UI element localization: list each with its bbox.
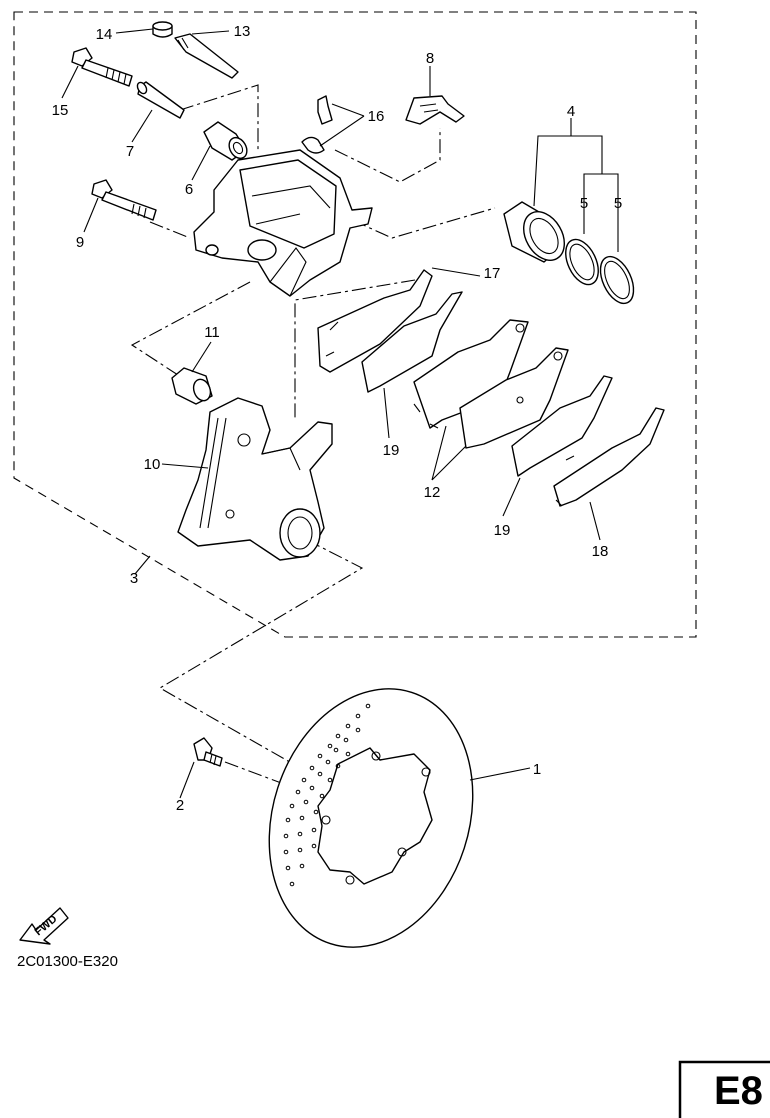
callout-16: 16: [368, 108, 385, 125]
alignment-lines: [130, 84, 496, 791]
caliper-body: [193, 149, 373, 297]
callout-19b: 19: [494, 522, 511, 539]
bolt-part-9: [91, 179, 157, 221]
callout-9: 9: [76, 234, 84, 251]
callout-3: 3: [130, 570, 138, 587]
diagram-code: 2C01300-E320: [17, 953, 118, 970]
callout-15: 15: [52, 102, 69, 119]
callout-17: 17: [484, 265, 501, 282]
pad-shim-part-12a: [413, 319, 529, 429]
pad-shim-part-12b: [459, 347, 569, 449]
callout-18: 18: [592, 543, 609, 560]
shim-part-18: [553, 407, 665, 507]
callout-5a: 5: [580, 195, 588, 212]
callout-4: 4: [567, 103, 575, 120]
seal-part-5b: [599, 255, 635, 305]
brake-pad-part-19-right: [511, 375, 613, 477]
callout-2: 2: [176, 797, 184, 814]
callout-13: 13: [234, 23, 251, 40]
callout-11: 11: [204, 324, 220, 341]
callout-7: 7: [126, 143, 134, 160]
bleed-screw-part-16: [301, 95, 333, 154]
pin-part-13: [174, 33, 239, 79]
page-badge-label: E8: [714, 1069, 763, 1113]
bolt-part-15: [71, 47, 133, 87]
shim-part-17: [317, 269, 433, 373]
fwd-arrow-icon: FWD: [19, 907, 69, 945]
callout-19a: 19: [383, 442, 400, 459]
seal-part-5a: [565, 238, 599, 286]
brake-pad-part-19-left: [361, 291, 463, 393]
cap-part-14: [152, 21, 173, 38]
piston-part-4: [503, 201, 565, 263]
boot-part-6: [203, 121, 248, 161]
callout-8: 8: [426, 50, 434, 67]
brake-disc-part-1: [268, 688, 474, 948]
callout-10: 10: [144, 456, 161, 473]
callout-1: 1: [533, 761, 541, 778]
callout-12: 12: [424, 484, 441, 501]
callout-14: 14: [96, 26, 113, 43]
caliper-bracket-part-10: [177, 397, 333, 561]
spring-clip-part-8: [405, 95, 465, 125]
callout-labels: 14 13 15 7 6 8 16 4 5 5 9 17 11 19 10 12…: [52, 23, 623, 814]
callout-5b: 5: [614, 195, 622, 212]
callout-6: 6: [185, 181, 193, 198]
disc-bolt-part-2: [193, 737, 223, 767]
page-badge: E8: [678, 1060, 770, 1118]
leader-lines: [61, 28, 619, 799]
boot-part-11: [171, 367, 213, 405]
disc-vent-holes: [283, 703, 371, 887]
pin-part-7: [136, 81, 185, 119]
